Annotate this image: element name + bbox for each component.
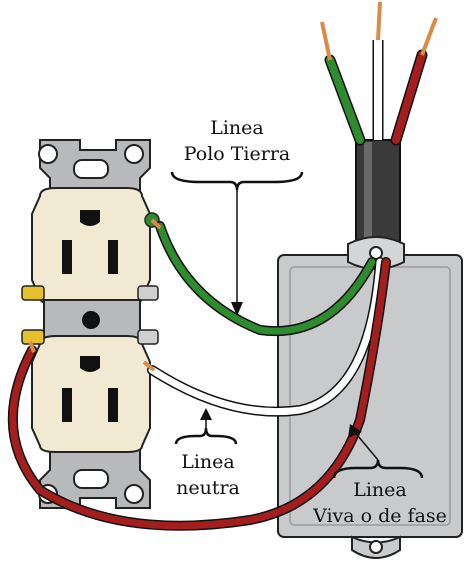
hot-label-line1: Linea xyxy=(353,479,407,501)
junction-box xyxy=(277,254,463,559)
terminal-screws xyxy=(21,212,160,345)
ground-arrow-head xyxy=(231,302,243,316)
hot-arrow-head xyxy=(348,424,362,438)
neutral-brace xyxy=(174,427,238,445)
ground-wire xyxy=(150,218,377,337)
hot-label: Linea Viva o de fase xyxy=(312,424,447,527)
ground-label: Linea Polo Tierra xyxy=(170,117,304,316)
hot-label-line2: Viva o de fase xyxy=(312,505,447,527)
neutral-label-line1: Linea xyxy=(181,451,235,473)
hot-arrow-line xyxy=(352,429,379,461)
lower-outlet xyxy=(31,335,151,453)
neutral-label-line2: neutra xyxy=(176,477,240,499)
center-strap xyxy=(43,299,141,341)
upper-outlet xyxy=(31,187,151,305)
neutral-wire xyxy=(142,257,385,417)
ground-label-line1: Linea xyxy=(210,117,264,139)
cable-sheath xyxy=(347,139,405,270)
neutral-arrow-head xyxy=(200,408,212,420)
neutral-label: Linea neutra xyxy=(174,408,240,499)
ground-brace xyxy=(170,171,304,191)
ground-label-line2: Polo Tierra xyxy=(184,143,291,165)
hot-wire xyxy=(7,257,391,531)
wire-ends xyxy=(320,1,438,146)
